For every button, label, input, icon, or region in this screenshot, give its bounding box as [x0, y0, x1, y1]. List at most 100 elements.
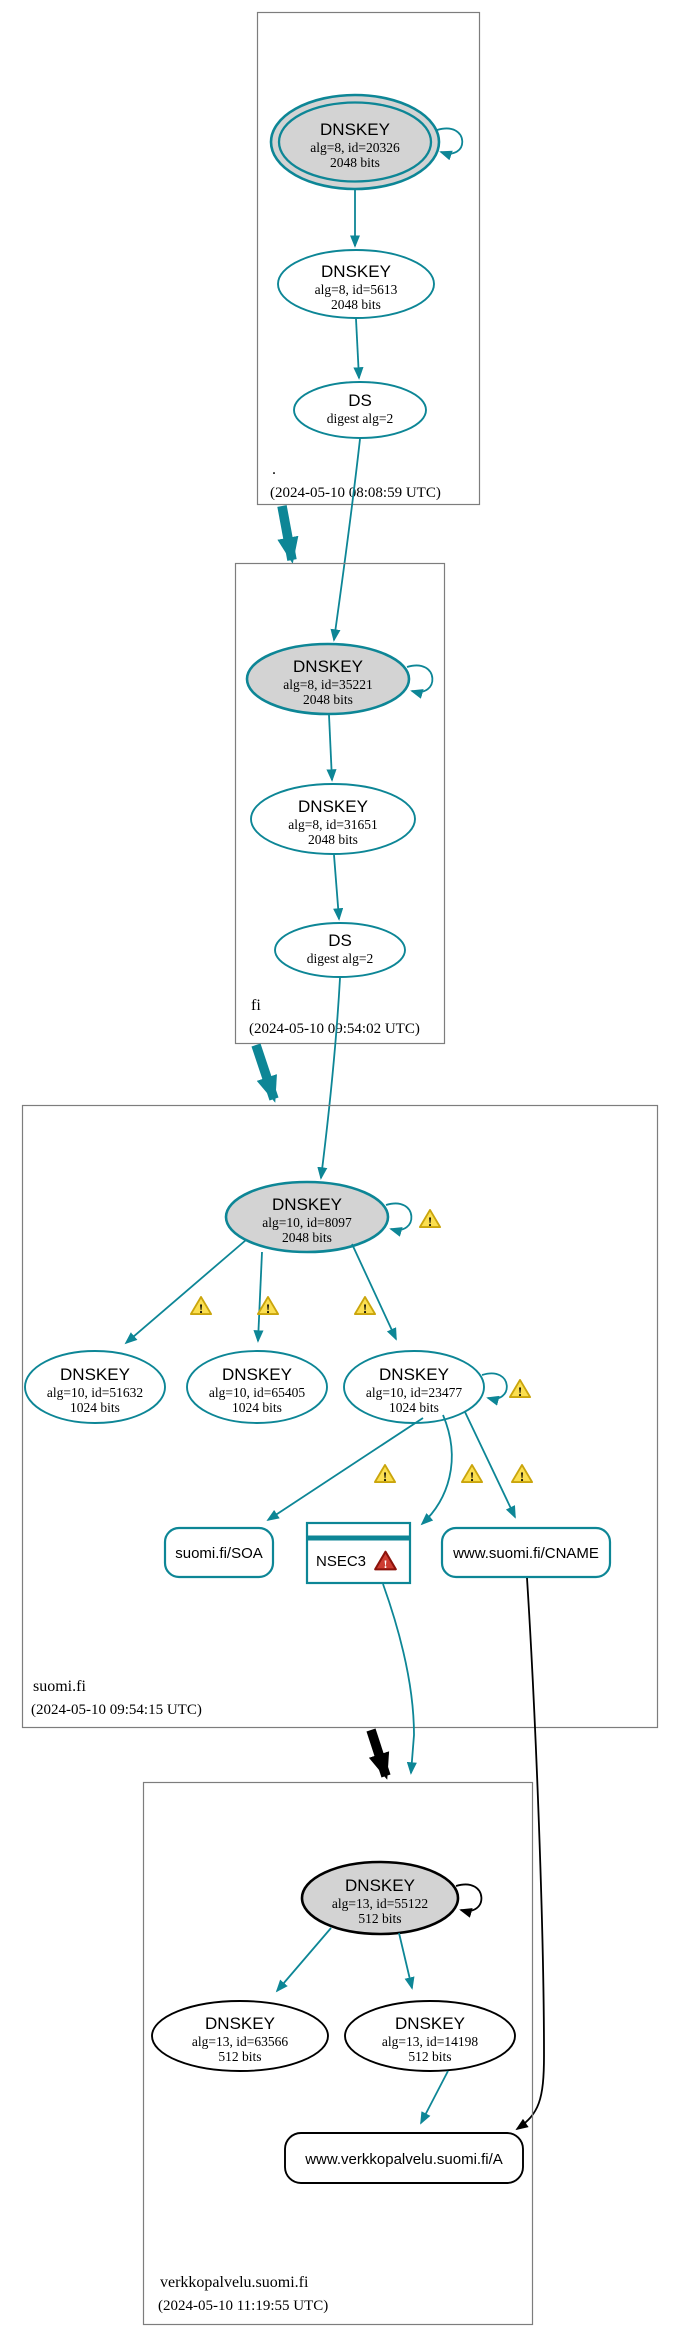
node-verkkopalvelu-zsk63566-dnskey[interactable]: DNSKEY alg=13, id=63566 512 bits: [151, 2000, 329, 2072]
warning-icon: !: [508, 1378, 532, 1399]
node-fi-zsk-dnskey[interactable]: DNSKEY alg=8, id=31651 2048 bits: [250, 783, 416, 855]
node-bits: 2048 bits: [303, 692, 353, 707]
zone-timestamp-suomifi: (2024-05-10 09:54:15 UTC): [31, 1702, 202, 1718]
warning-icon: !: [189, 1295, 213, 1316]
edge-zsk23477-soa: [266, 1417, 424, 1522]
rrset-label: suomi.fi/SOA: [175, 1545, 263, 1562]
node-root-ds[interactable]: DS digest alg=2: [293, 381, 427, 439]
zone-timestamp-root: (2024-05-10 08:08:59 UTC): [270, 485, 441, 501]
node-suomifi-nsec3[interactable]: NSEC3 !: [305, 1521, 412, 1585]
node-title: DNSKEY: [60, 1365, 130, 1384]
edge-zsk23477-nsec3: [420, 1414, 453, 1526]
secure-delegation-arrow-fi-suomifi: [251, 1043, 279, 1103]
node-fi-ksk-dnskey[interactable]: DNSKEY alg=8, id=35221 2048 bits: [245, 642, 434, 716]
edge-suomiksk-zsk51632: [124, 1239, 247, 1345]
zone-timestamp-verkkopalvelu: (2024-05-10 11:19:55 UTC): [158, 2298, 328, 2314]
zone-label-suomifi: suomi.fi: [33, 1678, 86, 1695]
node-title: DNSKEY: [272, 1195, 342, 1214]
node-suomifi-ksk-dnskey[interactable]: DNSKEY alg=10, id=8097 2048 bits: [224, 1180, 413, 1254]
node-detail: alg=8, id=5613: [315, 282, 398, 297]
edge-fizsk-fids: [333, 854, 344, 921]
node-title: DNSKEY: [345, 1876, 415, 1895]
node-bits: 2048 bits: [330, 155, 380, 170]
self-signature-loop: [406, 664, 434, 699]
node-title: DNSKEY: [293, 657, 363, 676]
node-suomifi-zsk65405-dnskey[interactable]: DNSKEY alg=10, id=65405 1024 bits: [186, 1350, 328, 1424]
zone-box-root: [256, 11, 481, 506]
node-verkkopalvelu-ksk-dnskey[interactable]: DNSKEY alg=13, id=55122 512 bits: [300, 1860, 483, 1936]
self-signature-loop: [436, 127, 464, 161]
node-title: DNSKEY: [205, 2014, 275, 2033]
node-suomifi-zsk51632-dnskey[interactable]: DNSKEY alg=10, id=51632 1024 bits: [24, 1350, 166, 1424]
node-title: DNSKEY: [298, 797, 368, 816]
svg-text:!: !: [266, 1301, 270, 1316]
node-detail: digest alg=2: [307, 951, 373, 966]
rrset-label: www.suomi.fi/CNAME: [452, 1545, 599, 1562]
warning-icon: !: [418, 1208, 442, 1229]
edge-suomiksk-zsk65405: [253, 1251, 264, 1343]
node-detail: alg=8, id=20326: [310, 140, 400, 155]
svg-text:!: !: [470, 1469, 474, 1484]
node-bits: 512 bits: [408, 2049, 451, 2064]
node-title: DNSKEY: [222, 1365, 292, 1384]
svg-text:!: !: [383, 1469, 387, 1484]
node-bits: 512 bits: [358, 1911, 401, 1926]
node-fi-ds[interactable]: DS digest alg=2: [274, 922, 406, 978]
self-signature-loop: [481, 1372, 508, 1406]
node-detail: alg=10, id=8097: [262, 1215, 352, 1230]
node-bits: 1024 bits: [232, 1400, 282, 1415]
warning-icon: !: [510, 1463, 534, 1484]
node-detail: alg=13, id=55122: [332, 1896, 428, 1911]
warning-icon: !: [460, 1463, 484, 1484]
zone-timestamp-fi: (2024-05-10 09:54:02 UTC): [249, 1021, 420, 1037]
edge-cname-target-a: [515, 1577, 545, 2131]
node-title: DS: [328, 931, 352, 950]
node-detail: alg=10, id=51632: [47, 1385, 143, 1400]
warning-icon: !: [353, 1295, 377, 1316]
node-root-zsk-dnskey[interactable]: DNSKEY alg=8, id=5613 2048 bits: [277, 249, 435, 319]
edge-rootzsk-rootds: [353, 318, 364, 380]
node-detail: alg=10, id=23477: [366, 1385, 462, 1400]
secure-delegation-arrow-root-fi: [277, 505, 299, 564]
warning-icon: !: [373, 1463, 397, 1484]
node-title: DS: [348, 391, 372, 410]
edge-nsec3-delegation-proof: [382, 1583, 417, 1775]
node-suomifi-soa-rrset[interactable]: suomi.fi/SOA: [163, 1526, 275, 1579]
node-title: DNSKEY: [321, 262, 391, 281]
node-bits: 512 bits: [218, 2049, 261, 2064]
svg-text:!: !: [363, 1301, 367, 1316]
node-detail: alg=10, id=65405: [209, 1385, 305, 1400]
node-bits: 2048 bits: [331, 297, 381, 312]
zone-label-verkkopalvelu: verkkopalvelu.suomi.fi: [160, 2274, 309, 2291]
node-root-ksk-dnskey[interactable]: DNSKEY alg=8, id=20326 2048 bits: [269, 93, 464, 191]
svg-text:!: !: [199, 1301, 203, 1316]
edge-zsk23477-cname: [464, 1411, 516, 1519]
svg-text:!: !: [520, 1469, 524, 1484]
node-detail: digest alg=2: [327, 411, 393, 426]
node-detail: alg=13, id=14198: [382, 2034, 478, 2049]
node-detail: alg=8, id=35221: [283, 677, 372, 692]
node-suomifi-zsk23477-dnskey[interactable]: DNSKEY alg=10, id=23477 1024 bits: [343, 1350, 508, 1424]
error-icon: !: [374, 1550, 397, 1571]
node-title: DNSKEY: [395, 2014, 465, 2033]
warning-icon: !: [256, 1295, 280, 1316]
svg-text:!: !: [384, 1557, 388, 1571]
node-bits: 1024 bits: [70, 1400, 120, 1415]
edge-fiksk-fizsk: [326, 714, 337, 782]
edge-rootds-fiksk: [330, 438, 361, 642]
node-bits: 2048 bits: [282, 1230, 332, 1245]
node-verkkopalvelu-zsk14198-dnskey[interactable]: DNSKEY alg=13, id=14198 512 bits: [344, 2000, 516, 2072]
node-verkkopalvelu-a-rrset[interactable]: www.verkkopalvelu.suomi.fi/A: [284, 2132, 524, 2184]
zone-box-suomifi: [21, 1104, 659, 1729]
edge-fids-suomiksk: [317, 977, 341, 1180]
insecure-delegation-arrow-suomifi-verkkopalvelu: [366, 1728, 391, 1780]
zone-label-fi: fi: [251, 997, 261, 1014]
edge-verkkoksk-zsk14198: [398, 1932, 415, 1990]
edge-verkkoksk-zsk63566: [275, 1927, 332, 1993]
node-suomifi-cname-rrset[interactable]: www.suomi.fi/CNAME: [440, 1526, 612, 1579]
node-bits: 2048 bits: [308, 832, 358, 847]
svg-text:!: !: [518, 1384, 522, 1399]
zone-box-verkkopalvelu: [142, 1781, 534, 2326]
